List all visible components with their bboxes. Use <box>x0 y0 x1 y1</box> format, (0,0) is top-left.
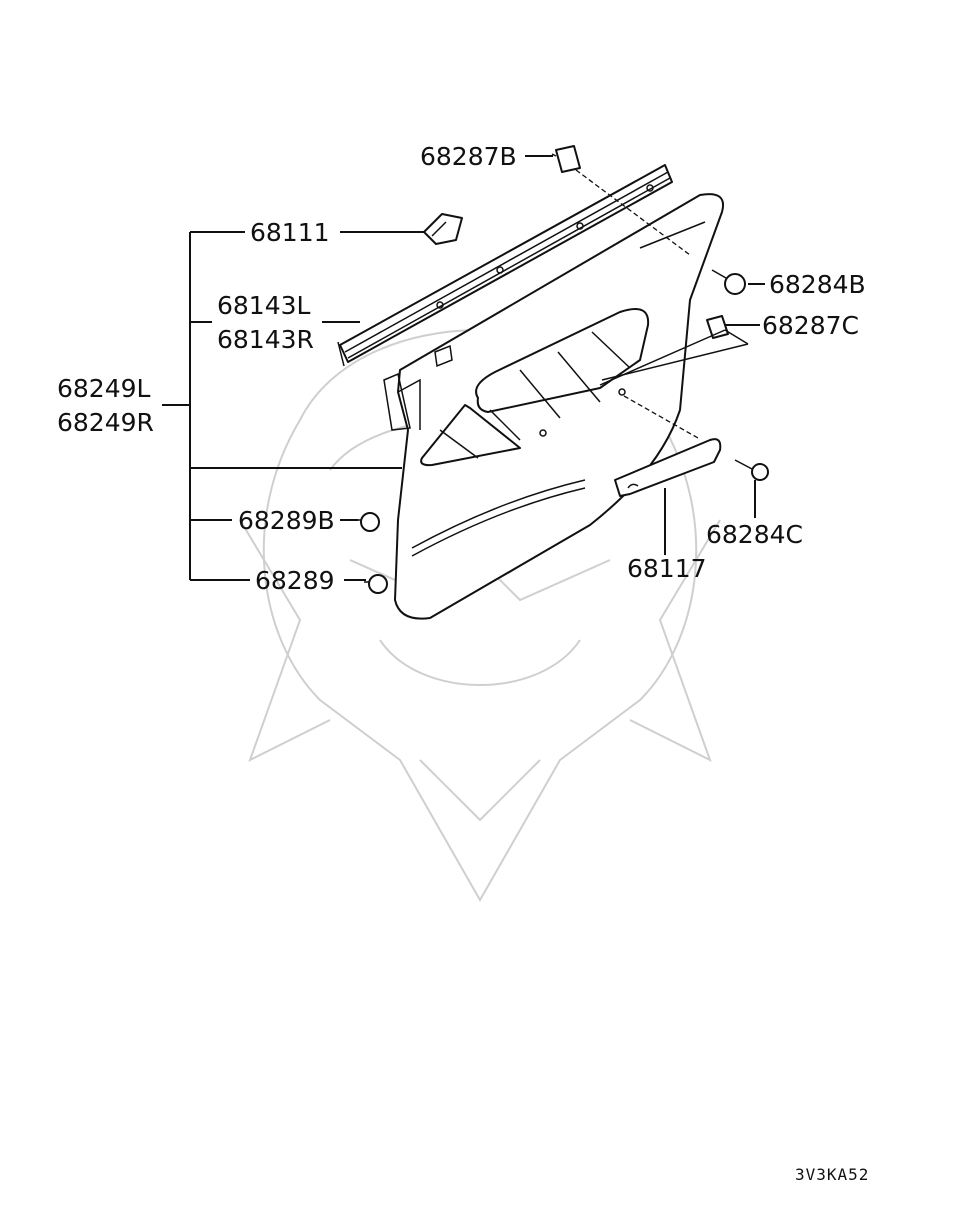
part-68284C-screw <box>734 459 769 481</box>
label-68287B: 68287B <box>420 142 517 171</box>
part-68289B-clip <box>356 512 380 532</box>
label-68249L: 68249L <box>57 374 151 403</box>
label-68289B: 68289B <box>238 506 335 535</box>
label-68111: 68111 <box>250 218 330 247</box>
label-68289: 68289 <box>255 566 335 595</box>
part-68287C-nut <box>706 315 729 339</box>
door-trim-panel <box>383 193 724 620</box>
label-68249R: 68249R <box>57 408 154 437</box>
weatherstrip <box>337 164 673 367</box>
part-68117-handle <box>614 438 722 497</box>
label-68284C: 68284C <box>706 520 803 549</box>
label-68143L: 68143L <box>217 291 311 320</box>
part-68111-clip <box>423 213 463 245</box>
label-68143R: 68143R <box>217 325 314 354</box>
label-68287C: 68287C <box>762 311 859 340</box>
label-68117: 68117 <box>627 554 707 583</box>
part-68287B-clip <box>551 145 581 173</box>
part-68284B-screw <box>711 269 746 295</box>
diagram-code: 3V3KA52 <box>795 1165 869 1184</box>
leader-lines <box>162 155 765 581</box>
part-68289-clip <box>364 574 388 594</box>
label-68284B: 68284B <box>769 270 866 299</box>
